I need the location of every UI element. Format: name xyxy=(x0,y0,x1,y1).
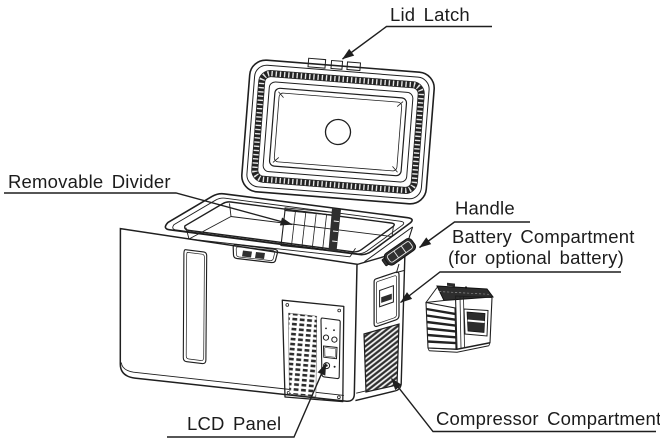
lid-center-boss xyxy=(324,118,352,146)
battery-pull-slot xyxy=(381,293,392,303)
front-recess-panel xyxy=(182,249,208,365)
side-handle xyxy=(381,238,417,274)
label-lcd-panel: LCD Panel xyxy=(187,413,281,434)
callouts xyxy=(4,25,656,438)
battery-compartment-leader-line xyxy=(400,271,621,304)
screw-icon xyxy=(337,395,341,400)
front-vent-grille xyxy=(288,312,318,398)
lid xyxy=(241,57,435,205)
handle-bracket xyxy=(395,263,405,274)
battery xyxy=(425,282,494,353)
callout-labels: Lid Latch Removable Divider Handle Batte… xyxy=(8,4,660,434)
compressor-leader-line xyxy=(390,378,656,433)
battery-right-face xyxy=(454,295,493,350)
lid-latch-tabs xyxy=(307,57,362,72)
rim-side-band-edge xyxy=(364,226,413,263)
body-base-line xyxy=(120,362,344,396)
battery-compartment-recess xyxy=(373,271,400,328)
lid-latch-leader-line xyxy=(342,25,492,60)
screw-icon xyxy=(337,308,342,313)
screw-icon xyxy=(285,303,290,307)
label-battery-compartment-sub: (for optional battery) xyxy=(448,247,624,268)
indicator-dot xyxy=(333,329,335,332)
front-grip-recess xyxy=(232,243,279,264)
label-battery-compartment: Battery Compartment xyxy=(452,226,635,247)
lcd-display-inner xyxy=(324,347,336,358)
battery-fins xyxy=(426,307,456,345)
battery-pull-handle xyxy=(379,284,394,308)
handle-leader-line xyxy=(419,221,530,249)
divider-ribs xyxy=(291,211,327,250)
rim-outer-edge xyxy=(164,192,413,256)
indicator-dot xyxy=(325,327,327,330)
lid-inner-panel xyxy=(268,87,408,177)
label-handle: Handle xyxy=(455,198,515,219)
divider-post-slots xyxy=(332,220,339,243)
battery-terminal-dot xyxy=(464,286,468,289)
rim-band-line xyxy=(172,197,405,255)
lid-panel-corner-ticks xyxy=(272,91,404,173)
lcd-display xyxy=(322,345,338,360)
battery-base xyxy=(427,342,491,353)
indicator-dot xyxy=(333,365,336,368)
lid-outer-edge xyxy=(241,59,435,205)
label-lid-latch: Lid Latch xyxy=(390,4,470,25)
battery-terminal xyxy=(447,282,455,287)
compressor-front-panel xyxy=(281,299,345,403)
panel-button xyxy=(322,334,330,341)
lid-seal-gasket xyxy=(251,70,425,194)
battery-handle-inner xyxy=(466,311,486,333)
label-compressor-compartment: Compressor Compartment xyxy=(436,408,660,429)
cabinet-rim xyxy=(164,192,413,258)
label-removable-divider: Removable Divider xyxy=(8,171,171,192)
panel-button xyxy=(331,336,338,343)
grip-slot xyxy=(242,250,252,258)
lcd-panel-leader-line xyxy=(167,363,327,438)
removable-divider xyxy=(280,207,341,252)
battery-handle-recess xyxy=(463,308,489,337)
grip-slot xyxy=(255,252,265,259)
body-front-face xyxy=(119,227,358,402)
removable-divider-leader-line xyxy=(4,192,293,226)
interior-cavity-lines xyxy=(185,203,394,258)
divider-end-post xyxy=(328,208,341,252)
